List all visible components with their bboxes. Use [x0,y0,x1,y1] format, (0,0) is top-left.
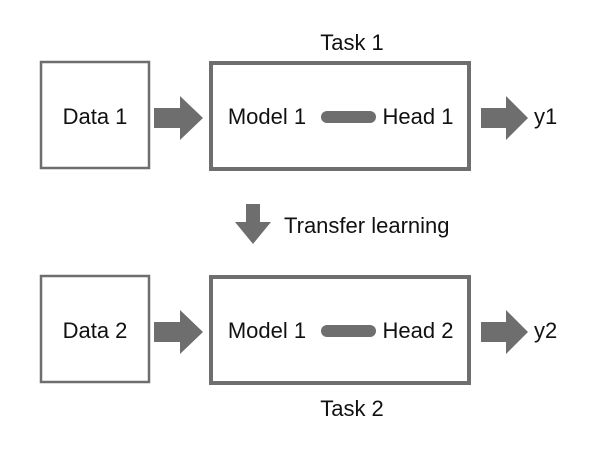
task2-head-label: Head 2 [383,318,454,343]
task1-box [209,61,471,171]
output-label-2: y2 [534,318,557,343]
task1-model-label: Model 1 [228,104,306,129]
transfer-label: Transfer learning [284,213,449,238]
task2-box [209,275,471,385]
input-arrow-2 [154,310,203,354]
output-arrow-1 [481,96,528,140]
data1-label: Data 1 [63,104,128,129]
output-label-1: y1 [534,104,557,129]
task1-head-label: Head 1 [383,104,454,129]
data2-label: Data 2 [63,318,128,343]
task1-title: Task 1 [320,30,384,55]
task2-model-label: Model 1 [228,318,306,343]
input-arrow-1 [154,96,203,140]
data1-box [39,60,151,170]
data2-box [39,274,151,384]
transfer-arrow [235,204,271,244]
task2-title: Task 2 [320,396,384,421]
output-arrow-2 [481,310,528,354]
